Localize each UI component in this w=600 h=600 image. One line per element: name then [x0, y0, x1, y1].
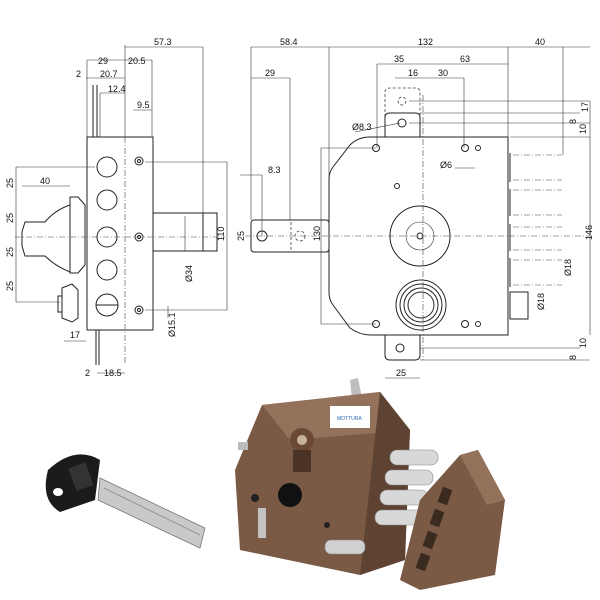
bottom-bracket [384, 335, 421, 361]
dim-label: Ø18 [536, 293, 546, 310]
dim-label: 25 [5, 281, 15, 291]
dim-label: Ø18 [563, 259, 573, 276]
release-knob [57, 283, 79, 323]
dim-label: 25 [396, 368, 406, 378]
dim-label: 58.4 [280, 37, 298, 47]
dim-label: 10 [578, 124, 588, 134]
logo-text: MOTTURA [337, 416, 362, 422]
dim-label: 146 [584, 225, 594, 240]
top-bracket [384, 112, 421, 137]
dim-label: 132 [418, 37, 433, 47]
dim-label: 8.3 [268, 165, 281, 175]
front-body [328, 136, 509, 336]
dim-label: 2 [76, 69, 81, 79]
dim-label: 130 [312, 226, 322, 241]
lock-bolts-photo [324, 449, 439, 555]
dim-label: 10 [578, 338, 588, 348]
dim-label: 16 [408, 68, 418, 78]
product-photo: MOTTURA [45, 378, 505, 590]
dim-label: 110 [216, 227, 226, 241]
dim-label: 57.3 [154, 37, 172, 47]
dim-label: 25 [5, 213, 15, 223]
dim-label: Ø6 [440, 160, 452, 170]
dim-label: 17 [70, 330, 80, 340]
dim-label: 29 [98, 56, 108, 66]
side-holes [95, 156, 119, 317]
mount-holes [372, 144, 481, 328]
strike-plate [400, 450, 505, 590]
dim-label: Ø8.3 [352, 122, 372, 132]
dim-label: 29 [265, 68, 275, 78]
knob [21, 196, 86, 274]
lock-body-photo: MOTTURA [235, 378, 410, 575]
dim-label: 20.7 [100, 69, 118, 79]
side-bolt [152, 212, 204, 252]
dim-label: 25 [5, 178, 15, 188]
front-bolts [509, 153, 562, 320]
side-screws [134, 156, 144, 315]
dim-label: 20.5 [128, 56, 146, 66]
cylinder [395, 279, 447, 331]
front-view: 58.4 132 40 35 63 16 30 Ø8.3 8 17 10 Ø6 … [236, 37, 594, 379]
dim-label: 30 [438, 68, 448, 78]
dim-label: Ø15.1 [167, 312, 177, 337]
dim-label: 25 [5, 247, 15, 257]
dim-label: Ø34 [184, 265, 194, 282]
dim-label: 25 [236, 231, 246, 241]
dim-label: 40 [40, 176, 50, 186]
dim-label: 2 [85, 368, 90, 378]
dim-label: 40 [535, 37, 545, 47]
dim-label: 9.5 [137, 100, 150, 110]
dim-label: 18.5 [104, 368, 122, 378]
dim-label: 63 [460, 54, 470, 64]
key [45, 454, 206, 549]
dim-label: 35 [394, 54, 404, 64]
side-view: 57.3 29 20.5 2 20.7 12.4 9.5 25 25 25 25… [5, 37, 228, 378]
dim-label: 8 [568, 119, 578, 124]
dim-label: 17 [580, 102, 590, 112]
dim-label: 8 [568, 355, 578, 360]
dim-label: 12.4 [108, 84, 126, 94]
